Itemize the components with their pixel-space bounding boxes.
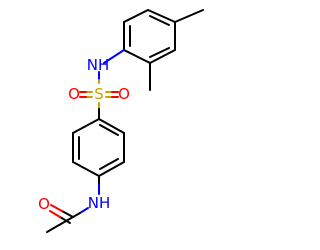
oxygen-right-label: O (118, 85, 130, 103)
ring-b-bond-bottom-right (98, 161, 125, 177)
carbonyl-double-bond-outer-oxygen-segment (50, 204, 63, 212)
nh-bottom-label: NH (88, 194, 111, 212)
ring-a-bond-right-lower (149, 49, 176, 64)
amide-nh-to-carbonyl-bond-carbon-segment (72, 212, 81, 218)
carbonyl-double-bond-outer-carbon-segment (61, 210, 74, 218)
oxygen-left-label: O (68, 85, 80, 103)
ring-a-bond-top-left (123, 9, 149, 23)
ring-b-bond-top-right (98, 118, 125, 134)
carbonyl-double-bond-inner-oxygen-segment (49, 210, 61, 218)
nh-top-label: NH (87, 56, 110, 74)
ring-b-double-bond-top (99, 124, 119, 136)
amide-nh-to-carbonyl-bond-nitrogen-segment (79, 207, 89, 214)
chemical-structure: NH S O O NH O (38, 9, 204, 233)
ring-a-bond-top (147, 9, 176, 23)
para-methyl-bond (174, 9, 204, 23)
carbonyl-to-methyl-bond (46, 216, 74, 233)
carbonyl-oxygen-label: O (38, 195, 50, 213)
carbonyl-double-bond-inner-carbon-segment (59, 216, 71, 224)
ring-to-nh-bond (103, 49, 125, 64)
ring-a-bond-bottom (123, 49, 151, 64)
sulfur-label: S (94, 85, 104, 103)
para-phenylene-ring (72, 118, 125, 177)
xylyl-ring (123, 9, 204, 91)
ring-a-double-bond-top (149, 15, 170, 26)
ring-b-bond-top-left (72, 118, 100, 134)
sulfonamide-group: NH S O O (68, 49, 130, 120)
ring-a-double-bond-right (149, 47, 170, 58)
acetamide-group: NH O (38, 175, 111, 233)
ring-b-bond-bottom-left (72, 161, 100, 177)
ring-b-double-bond-bottom (99, 158, 119, 170)
